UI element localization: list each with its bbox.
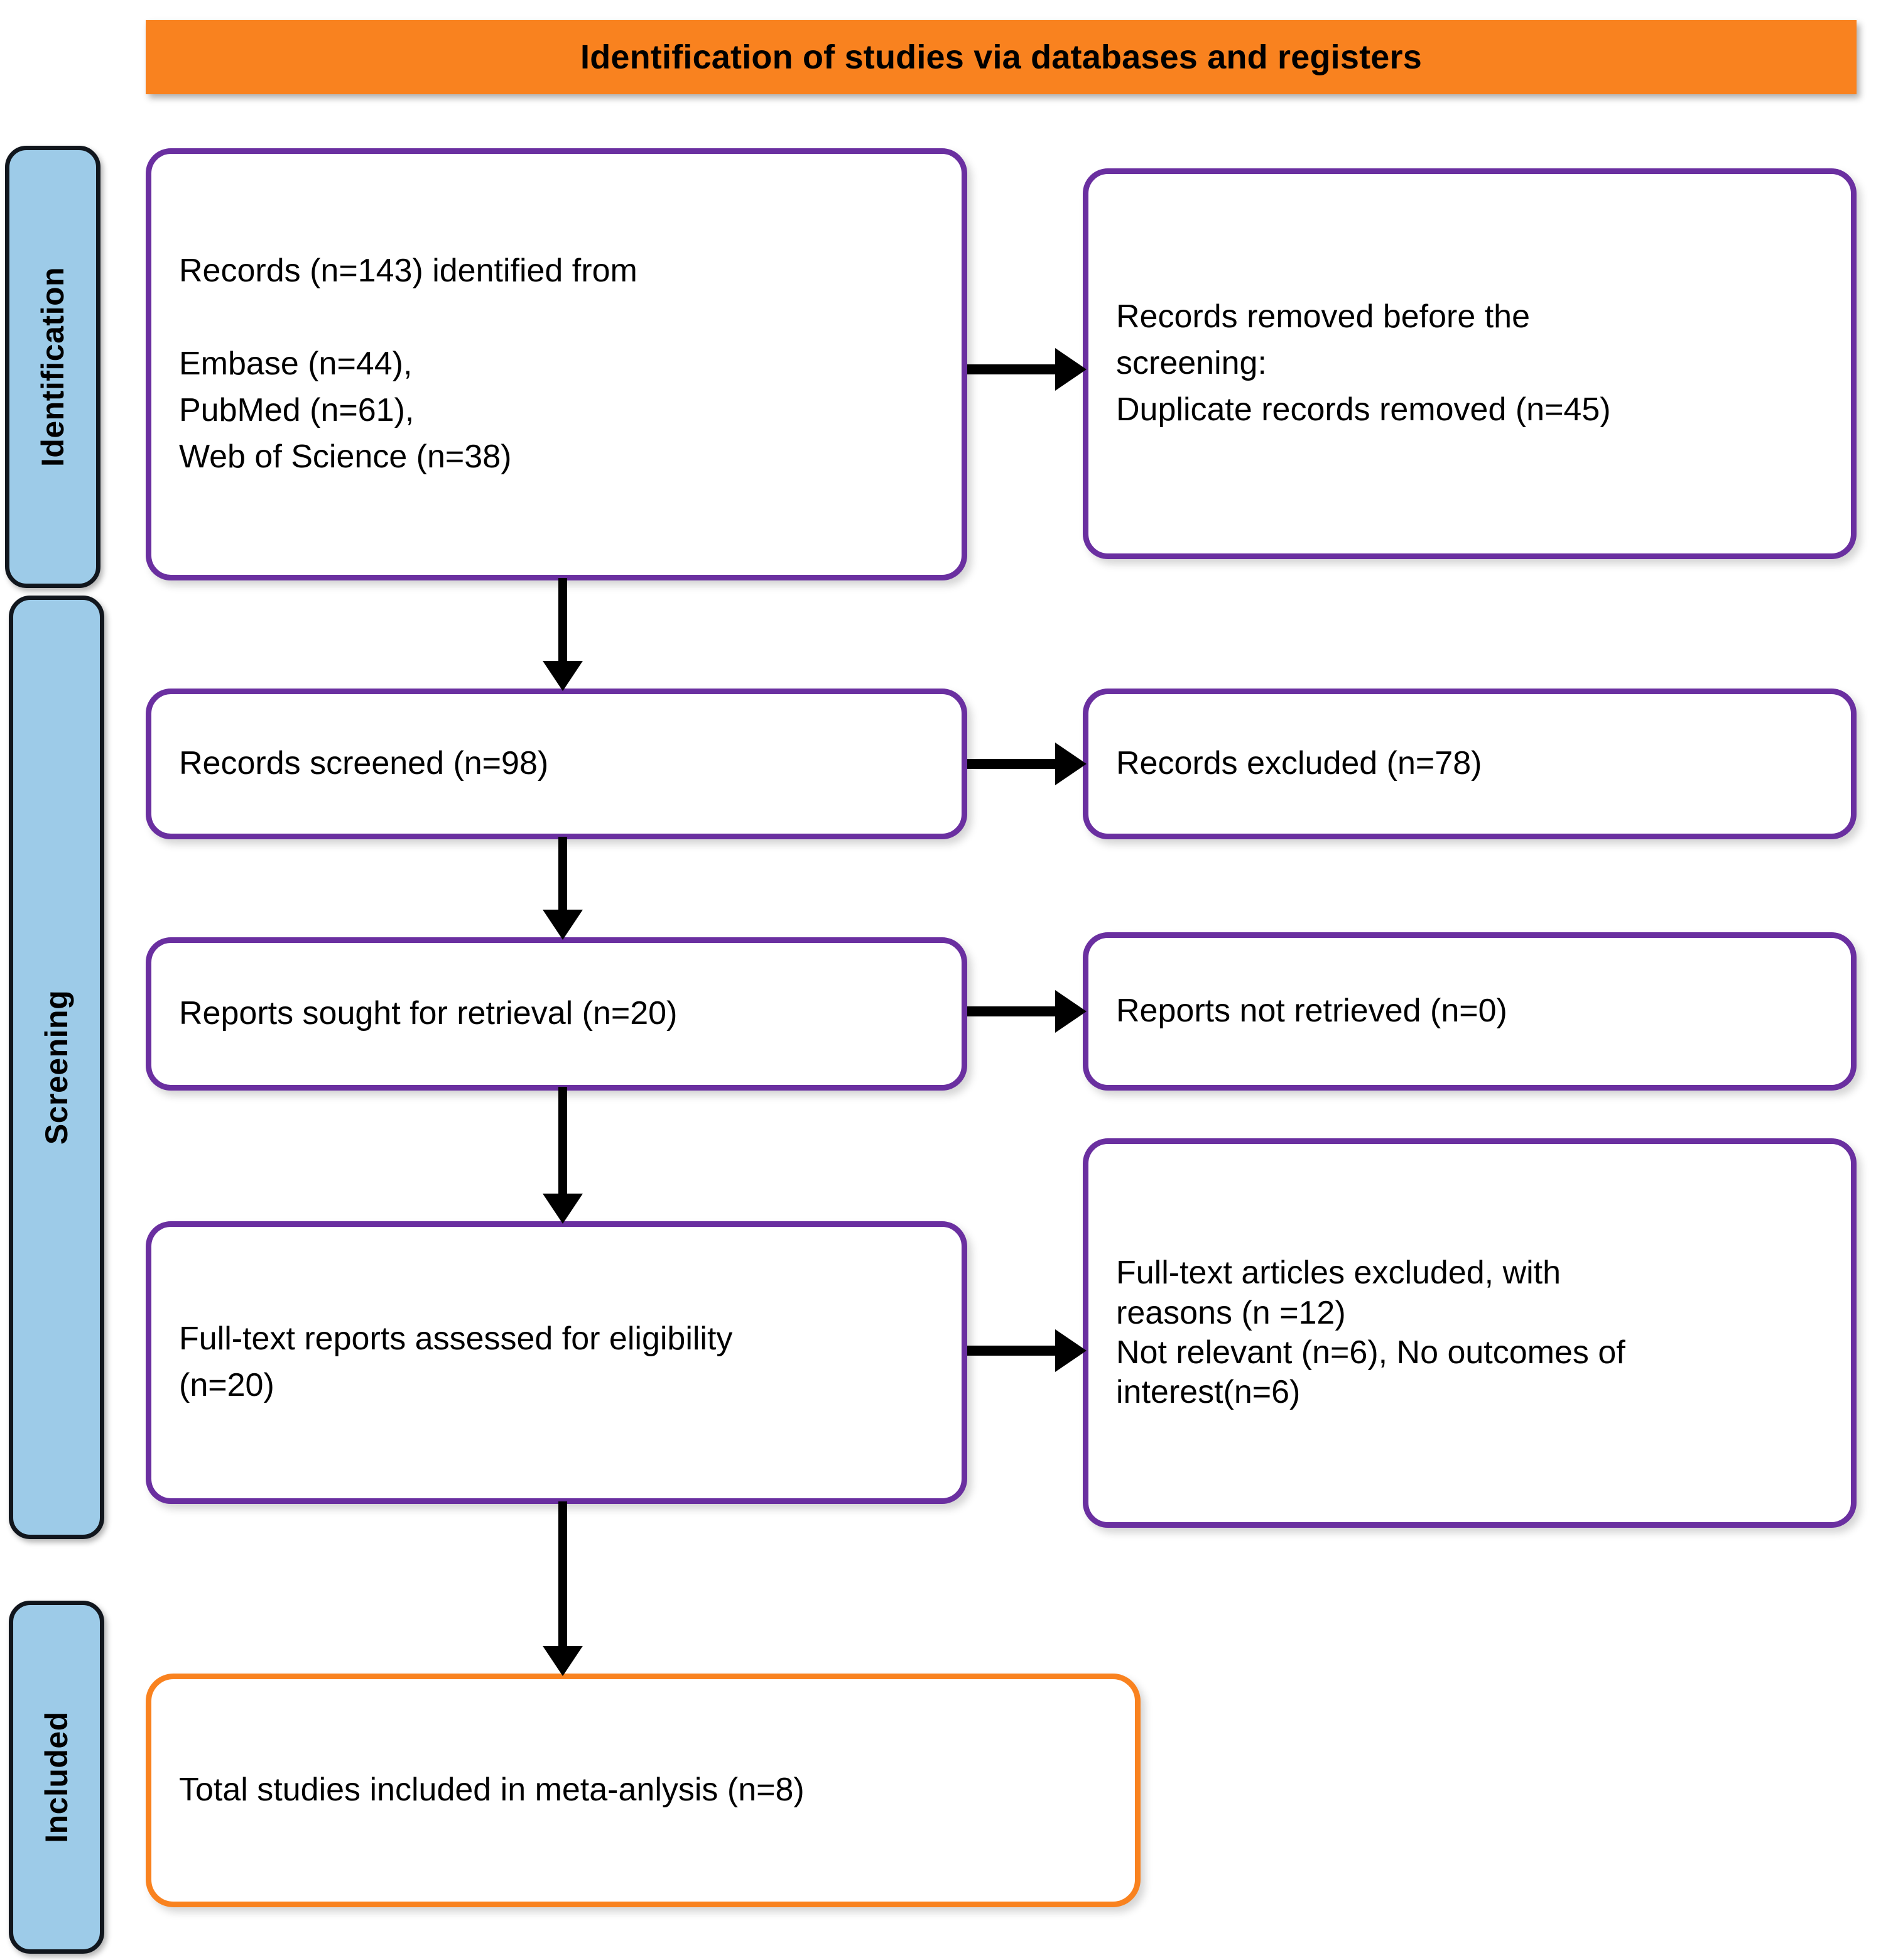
arrow-head-down-icon	[543, 1194, 583, 1224]
arrow-shaft	[558, 578, 567, 661]
arrow-shaft	[558, 1087, 567, 1194]
arrow-shaft	[967, 1346, 1056, 1356]
arrow-head-right-icon	[1055, 990, 1087, 1033]
box-records-screened: Records screened (n=98)	[146, 689, 967, 839]
stage-tab-identification-label: Identification	[35, 266, 71, 467]
box-records-removed: Records removed before the screening: Du…	[1083, 168, 1857, 559]
box-reports-not-retrieved-text: Reports not retrieved (n=0)	[1116, 993, 1507, 1030]
box-records-excluded-text: Records excluded (n=78)	[1116, 745, 1482, 782]
arrow-head-down-icon	[543, 1646, 583, 1676]
box-records-identified-text: Records (n=143) identified from Embase (…	[179, 253, 637, 475]
stage-tab-identification: Identification	[5, 146, 100, 588]
box-records-excluded: Records excluded (n=78)	[1083, 689, 1857, 839]
header-banner-title: Identification of studies via databases …	[580, 38, 1422, 76]
box-total-studies-included-text: Total studies included in meta-anlysis (…	[179, 1772, 805, 1809]
arrow-shaft	[967, 364, 1056, 374]
box-fulltext-reports-assessed-text: Full-text reports assessed for eligibili…	[179, 1320, 733, 1403]
arrow-shaft	[558, 837, 567, 910]
box-fulltext-articles-excluded: Full-text articles excluded, with reason…	[1083, 1138, 1857, 1528]
box-reports-not-retrieved: Reports not retrieved (n=0)	[1083, 932, 1857, 1091]
arrow-head-right-icon	[1055, 348, 1087, 391]
box-records-identified: Records (n=143) identified from Embase (…	[146, 148, 967, 580]
box-reports-sought-for-retrieval: Reports sought for retrieval (n=20)	[146, 937, 967, 1091]
arrow-shaft	[967, 1006, 1056, 1016]
box-fulltext-articles-excluded-text: Full-text articles excluded, with reason…	[1116, 1255, 1625, 1411]
arrow-shaft	[967, 759, 1056, 769]
arrow-head-right-icon	[1055, 1329, 1087, 1372]
box-records-removed-text: Records removed before the screening: Du…	[1116, 298, 1611, 428]
box-reports-sought-for-retrieval-text: Reports sought for retrieval (n=20)	[179, 995, 678, 1032]
stage-tab-included: Included	[9, 1601, 104, 1954]
header-banner: Identification of studies via databases …	[146, 20, 1857, 94]
stage-tab-included-label: Included	[39, 1711, 75, 1843]
arrow-shaft	[558, 1501, 567, 1646]
arrow-head-right-icon	[1055, 743, 1087, 785]
stage-tab-screening-label: Screening	[39, 989, 74, 1145]
box-fulltext-reports-assessed: Full-text reports assessed for eligibili…	[146, 1221, 967, 1504]
box-records-screened-text: Records screened (n=98)	[179, 745, 549, 782]
box-total-studies-included: Total studies included in meta-anlysis (…	[146, 1674, 1141, 1907]
stage-tab-screening: Screening	[9, 596, 104, 1539]
arrow-head-down-icon	[543, 910, 583, 940]
arrow-head-down-icon	[543, 661, 583, 691]
